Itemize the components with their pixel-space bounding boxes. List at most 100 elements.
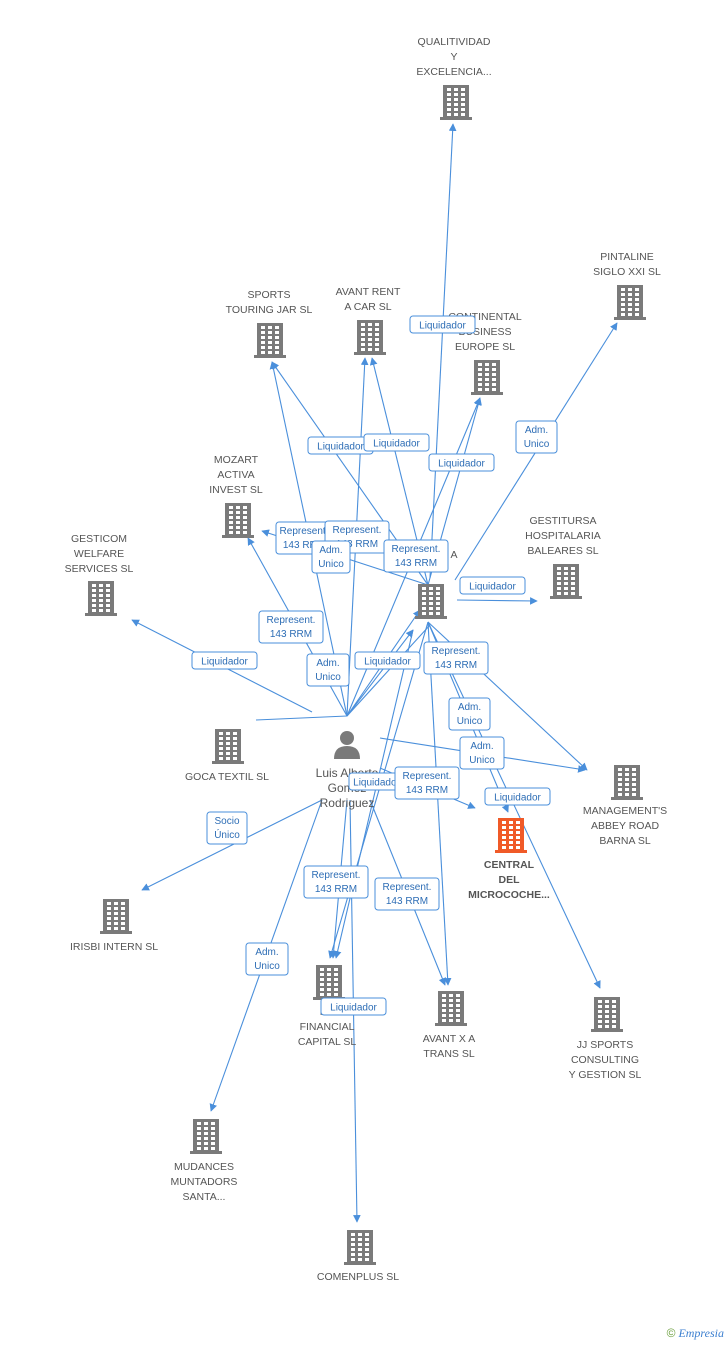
relation-label-text: Liquidador (419, 321, 466, 332)
relation-label-text: Liquidador (469, 582, 516, 593)
relation-label[interactable]: Adm.Unico (306, 653, 350, 687)
building-icon (354, 320, 386, 355)
copyright-icon: © (666, 1326, 676, 1340)
relation-label-text: Adm. (255, 947, 278, 958)
relation-label-text: Represent. (280, 526, 329, 537)
building-icon (550, 564, 582, 599)
edge-line (141, 799, 323, 891)
building-icon (611, 765, 643, 800)
relation-label-text: Represent. (403, 771, 452, 782)
relation-label[interactable]: Adm. Unico (459, 736, 505, 770)
company-node-central[interactable]: CENTRAL DEL MICROCOCHE... (468, 818, 550, 901)
node-label: Y GESTION SL (569, 1069, 642, 1081)
relation-label-text: Represent. (432, 646, 481, 657)
node-label: GESTITURSA (529, 515, 596, 527)
building-icon (85, 581, 117, 616)
building-icon (100, 899, 132, 934)
company-node-irisbi[interactable]: IRISBI INTERN SL (70, 899, 158, 953)
building-icon (254, 323, 286, 358)
relation-label-text: Unico (254, 961, 280, 972)
relation-label-box (394, 766, 460, 800)
relation-label[interactable]: Liquidador (428, 453, 495, 472)
person-icon (334, 731, 360, 759)
node-label: QUALITIVIDAD (418, 36, 491, 48)
relation-label[interactable]: Represent.143 RRM (303, 865, 369, 899)
company-node-hub[interactable]: A (415, 549, 458, 619)
relation-label-text: Adm. (458, 702, 481, 713)
relation-label[interactable]: Liquidador (191, 651, 258, 670)
brand-name: Empresia (678, 1326, 724, 1340)
building-icon (313, 965, 345, 1000)
node-label: AVANT X A (423, 1033, 476, 1045)
relation-label[interactable]: Liquidador (459, 576, 526, 595)
node-label: EUROPE SL (455, 341, 515, 353)
node-label: HOSPITALARIA (525, 530, 601, 542)
relation-label-box (448, 697, 491, 731)
relation-label-box (409, 315, 476, 334)
node-label: SANTA... (183, 1191, 226, 1203)
node-label: MICROCOCHE... (468, 889, 550, 901)
relation-label[interactable]: Liquidador (354, 651, 421, 670)
relation-label-text: 143 RRM (270, 629, 312, 640)
relation-label-box (459, 576, 526, 595)
relation-label-box (423, 641, 489, 675)
relation-label[interactable]: Liquidador (484, 787, 551, 806)
relation-label-text: 143 RRM (435, 660, 477, 671)
relation-label[interactable]: Represent.143 RRM (383, 539, 449, 573)
relation-label[interactable]: Adm.Unico (515, 420, 558, 454)
company-node-goca[interactable]: GOCA TEXTIL SL (185, 729, 269, 783)
edge-line (333, 629, 414, 959)
company-node-mudances[interactable]: MUDANCESMUNTADORSSANTA... (171, 1119, 238, 1203)
relation-label[interactable]: Adm.Unico (311, 540, 351, 574)
relation-label-text: Liquidador (438, 459, 485, 470)
building-icon (435, 991, 467, 1026)
relation-label[interactable]: Adm.Unico (448, 697, 491, 731)
building-icon (440, 85, 472, 120)
relation-label-text: 143 RRM (315, 884, 357, 895)
node-label: A CAR SL (344, 301, 391, 313)
edge-line (346, 624, 431, 717)
relation-label-text: Liquidador (353, 778, 400, 789)
relation-label-text: Adm. (470, 741, 493, 752)
relation-label[interactable]: Adm. Unico (245, 942, 289, 976)
brand-credit[interactable]: © Empresia (667, 1326, 724, 1341)
relation-label[interactable]: Represent.143 RRM (374, 877, 440, 911)
relation-label-text: Represent. (333, 525, 382, 536)
relation-label[interactable]: Represent. 143 RRM (423, 641, 489, 675)
node-label: CENTRAL (484, 859, 535, 871)
relation-label[interactable]: Represent.143 RRM (394, 766, 460, 800)
node-label: WELFARE (74, 548, 124, 560)
relation-label[interactable]: Liquidador (409, 315, 476, 334)
relation-label-text: Adm. (316, 658, 339, 669)
building-icon (190, 1119, 222, 1154)
relation-label-text: Liquidador (317, 442, 364, 453)
relation-label-box (306, 653, 350, 687)
edge-line (429, 123, 457, 579)
building-icon (415, 584, 447, 619)
company-node-comenplus[interactable]: COMENPLUS SL (317, 1230, 399, 1283)
node-label: DEL (499, 874, 521, 886)
relation-label[interactable]: Liquidador (307, 436, 374, 455)
relation-label[interactable]: Represent.143 RRM (258, 610, 324, 644)
relation-label[interactable]: Liquidador (320, 997, 387, 1016)
company-node-qualitividad[interactable]: QUALITIVIDADYEXCELENCIA... (416, 36, 492, 120)
relation-label-text: Unico (469, 755, 495, 766)
relation-label-box (459, 736, 505, 770)
relation-label[interactable]: Liquidador (363, 433, 430, 452)
relation-label-text: Liquidador (330, 1003, 377, 1014)
relation-label-text: Socio (214, 816, 239, 827)
node-label: CONSULTING (571, 1054, 639, 1066)
